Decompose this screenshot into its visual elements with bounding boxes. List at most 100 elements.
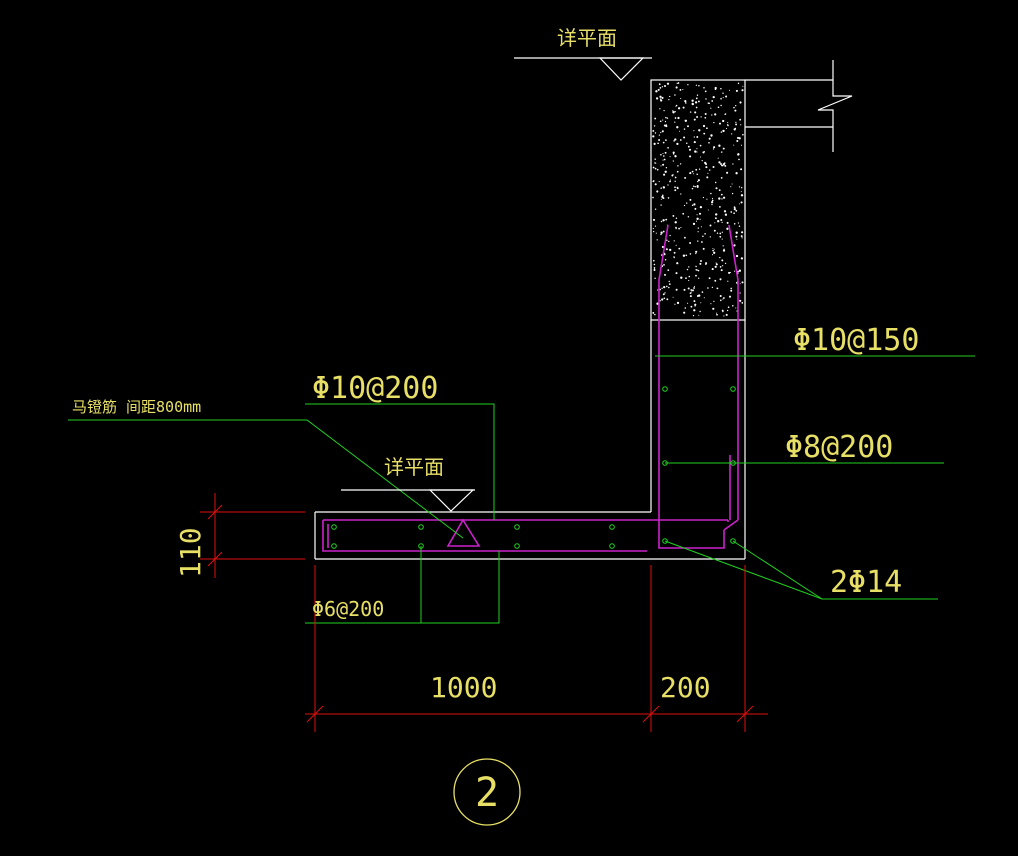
stipple-dot: [678, 227, 680, 230]
stipple-dot: [715, 263, 718, 266]
stipple-dot: [734, 270, 736, 272]
stipple-dot: [706, 176, 709, 179]
stipple-dot: [694, 150, 697, 153]
stipple-dot: [679, 163, 682, 165]
stipple-dot: [652, 228, 654, 230]
stipple-dot: [676, 82, 678, 85]
stipple-dot: [699, 156, 702, 158]
stipple-dot: [654, 183, 657, 186]
stipple-dot: [663, 286, 666, 289]
stipple-dot: [660, 153, 662, 156]
stipple-dot: [693, 141, 696, 144]
stipple-dot: [702, 247, 705, 250]
stipple-dot: [722, 265, 724, 267]
stipple-dot: [695, 84, 698, 86]
stipple-dot: [722, 298, 724, 300]
stipple-dot: [719, 256, 721, 259]
stipple-dot: [737, 270, 739, 273]
stipple-dot: [727, 124, 729, 127]
stipple-dot: [728, 89, 731, 91]
stipple-dot: [689, 242, 692, 244]
stipple-dot: [712, 249, 714, 252]
stipple-dot: [695, 168, 698, 171]
stipple-dot: [710, 134, 713, 137]
stipple-dot: [687, 302, 689, 304]
stipple-dot: [691, 170, 694, 173]
stipple-dot: [687, 145, 690, 148]
stipple-dot: [740, 191, 742, 193]
stipple-dot: [674, 138, 677, 141]
stipple-dot: [662, 230, 665, 233]
stipple-dot: [734, 127, 737, 130]
stipple-dot: [659, 108, 661, 110]
stipple-dot: [662, 152, 664, 155]
stipple-dot: [713, 146, 716, 149]
stipple-dot: [716, 312, 717, 314]
stipple-dot: [720, 193, 723, 196]
stipple-dot: [660, 198, 662, 200]
stipple-dot: [736, 139, 739, 143]
floor-break: [745, 60, 853, 152]
stipple-dot: [722, 96, 724, 99]
stipple-dot: [733, 144, 735, 146]
stipple-dot: [725, 313, 728, 316]
stipple-dot: [731, 192, 734, 195]
stipple-dot: [722, 245, 724, 247]
stipple-dot: [740, 124, 742, 126]
stipple-dot: [684, 99, 687, 103]
stipple-dot: [715, 262, 717, 264]
stipple-dot: [741, 231, 744, 234]
stipple-dot: [739, 101, 742, 104]
stipple-dot: [738, 269, 742, 272]
stipple-dot: [740, 144, 743, 146]
stipple-dot: [733, 208, 736, 211]
chair-bar-label: 马镫筋 间距800mm: [72, 398, 201, 416]
stipple-dot: [662, 197, 665, 200]
stipple-dot: [700, 226, 702, 228]
stipple-dot: [710, 303, 712, 305]
stipple-dot: [719, 122, 721, 125]
stipple-dot: [654, 162, 657, 164]
stipple-dot: [699, 218, 701, 220]
stipple-dot: [715, 213, 718, 216]
stipple-dot: [720, 163, 722, 165]
stipple-dot: [682, 212, 685, 215]
stipple-dot: [701, 241, 703, 243]
stipple-dot: [730, 186, 732, 188]
stipple-dot: [669, 234, 671, 237]
stipple-dot: [722, 147, 725, 150]
stipple-dot: [706, 198, 708, 200]
stipple-dot: [742, 85, 744, 87]
stipple-dot: [713, 248, 715, 250]
stipple-dot: [735, 231, 738, 234]
stipple-dot: [726, 227, 729, 230]
stipple-dot: [709, 236, 711, 238]
stipple-dot: [719, 266, 722, 268]
stipple-dot: [736, 136, 740, 139]
stipple-dot: [699, 310, 701, 313]
stipple-dot: [669, 156, 671, 158]
stipple-dot: [693, 287, 696, 289]
stipple-dot: [708, 169, 711, 171]
stipple-dot: [661, 96, 664, 99]
stipple-dot: [705, 262, 708, 265]
stipple-dot: [665, 248, 668, 251]
stipple-dot: [668, 240, 670, 243]
stipple-dot: [653, 230, 655, 233]
stipple-dot: [724, 164, 727, 167]
stipple-dot: [675, 86, 678, 89]
stipple-dot: [680, 276, 683, 279]
concrete-outline: [314, 320, 746, 560]
stipple-dot: [696, 148, 698, 150]
stipple-dot: [711, 114, 713, 116]
stipple-dot: [714, 279, 717, 282]
stipple-dot: [694, 207, 697, 210]
stipple-dot: [697, 180, 699, 183]
stipple-dot: [662, 141, 665, 144]
stipple-dot: [733, 244, 736, 247]
stipple-dot: [720, 131, 723, 133]
stipple-dot: [741, 281, 744, 284]
stipple-dot: [722, 310, 724, 313]
stipple-dot: [698, 212, 702, 215]
stipple-dot: [682, 254, 686, 257]
